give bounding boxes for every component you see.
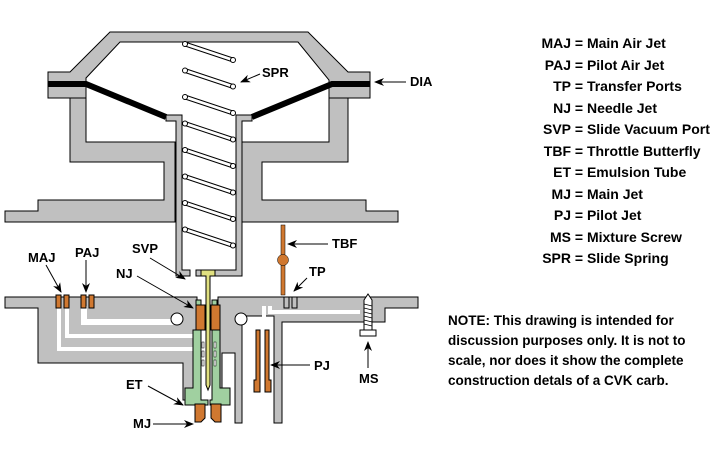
pilot-air-passage	[81, 306, 176, 325]
main-air-jet-b	[63, 294, 70, 309]
transfer-port-2	[291, 296, 298, 309]
legend-abbr: ET	[553, 164, 571, 180]
callout-tp: TP	[309, 264, 326, 279]
carb-lower-body-center	[217, 296, 419, 424]
spring-coil	[182, 200, 236, 222]
legend-abbr: TBF	[543, 142, 571, 159]
transfer-passage	[262, 306, 360, 395]
carb-upper-body-left	[4, 97, 176, 223]
callout-maj-arrow	[45, 264, 62, 293]
air-port-right	[234, 312, 248, 326]
legend-item: MJ = Main Jet	[505, 184, 720, 206]
emulsion-tube	[184, 299, 209, 406]
legend-item: MS = Mixture Screw	[505, 227, 720, 249]
legend-abbr: PJ	[553, 207, 571, 223]
main-air-passage-2	[65, 306, 197, 338]
spring-coil	[182, 226, 236, 249]
air-port-left	[170, 312, 184, 326]
callout-nj-arrow	[136, 275, 194, 309]
callout-dia: DIA	[410, 74, 433, 89]
pilot-jet-right	[264, 329, 272, 393]
main-air-passage	[57, 306, 197, 351]
pilot-jet	[253, 329, 261, 393]
legend-item: TP = Transfer Ports	[505, 76, 720, 98]
mixture-screw	[359, 293, 377, 337]
callout-svp-arrow	[149, 257, 186, 280]
diaphragm-right	[250, 81, 370, 120]
callout-spr: SPR	[262, 65, 289, 80]
callout-svp: SVP	[132, 241, 158, 256]
legend-meaning: = Main Air Jet	[571, 35, 666, 51]
slide-spring	[182, 41, 236, 249]
spring-coil	[182, 41, 236, 63]
callout-maj: MAJ	[28, 250, 55, 265]
pilot-air-jet	[80, 294, 87, 309]
legend-meaning: = Slide Spring	[571, 250, 669, 266]
callout-et-arrow	[147, 385, 184, 406]
jet-needle	[200, 269, 216, 392]
main-air-jet	[55, 294, 62, 309]
legend-abbr: MAJ	[541, 35, 571, 51]
legend-meaning: = Needle Jet	[571, 99, 657, 116]
callout-spr-arrow	[240, 73, 261, 83]
needle-jet-right	[210, 304, 221, 331]
spring-coil	[182, 147, 236, 169]
legend-abbr: MJ	[551, 185, 571, 202]
spring-coil	[182, 94, 236, 116]
throttle-butterfly-pivot	[277, 254, 289, 266]
legend-item: MAJ = Main Air Jet	[505, 33, 720, 55]
pilot-air-jet-b	[88, 294, 95, 309]
legend-abbr: NJ	[553, 99, 571, 116]
legend-meaning: = Main Jet	[571, 185, 643, 202]
callout-nj: NJ	[116, 266, 133, 281]
legend-meaning: = Slide Vacuum Port	[571, 121, 710, 137]
legend-item: TBF = Throttle Butterfly	[505, 141, 720, 163]
legend-meaning: = Pilot Jet	[571, 207, 642, 223]
main-jet	[194, 403, 206, 423]
legend-item: PJ = Pilot Jet	[505, 205, 720, 227]
legend-abbr: SPR	[542, 250, 571, 266]
legend-abbr: PAJ	[544, 56, 571, 73]
legend-item: ET = Emulsion Tube	[505, 162, 720, 184]
callout-mj: MJ	[133, 416, 151, 431]
callout-tbf: TBF	[332, 236, 357, 251]
spring-coil	[182, 173, 236, 196]
legend-meaning: = Mixture Screw	[571, 228, 682, 245]
legend-meaning: = Pilot Air Jet	[571, 56, 665, 73]
spring-coil	[182, 120, 236, 143]
legend-item: SVP = Slide Vacuum Port	[505, 119, 720, 141]
callout-tp-arrow	[293, 277, 308, 292]
callout-pj: PJ	[314, 358, 330, 373]
carb-upper-body-right	[241, 97, 399, 223]
emulsion-holes	[201, 341, 217, 367]
callout-et: ET	[126, 377, 143, 392]
legend-meaning: = Throttle Butterfly	[571, 142, 701, 159]
needle-jet	[195, 304, 206, 331]
legend-abbr: SVP	[542, 121, 571, 137]
spring-coil	[182, 67, 236, 90]
legend-abbr: TP	[553, 78, 571, 94]
legend-item: SPR = Slide Spring	[505, 248, 720, 270]
vacuum-slide	[165, 114, 191, 277]
diaphragm	[48, 81, 168, 120]
legend-item: PAJ = Pilot Air Jet	[505, 55, 720, 77]
main-jet-right	[210, 403, 222, 423]
legend-abbr: MS	[550, 228, 571, 245]
disclaimer-note: NOTE: This drawing is intended for discu…	[448, 313, 686, 388]
legend-item: NJ = Needle Jet	[505, 98, 720, 120]
transfer-port-1	[283, 296, 290, 309]
callout-paj: PAJ	[75, 245, 99, 260]
legend-meaning: = Emulsion Tube	[571, 164, 687, 180]
callout-ms: MS	[359, 371, 379, 386]
legend-meaning: = Transfer Ports	[571, 78, 682, 94]
